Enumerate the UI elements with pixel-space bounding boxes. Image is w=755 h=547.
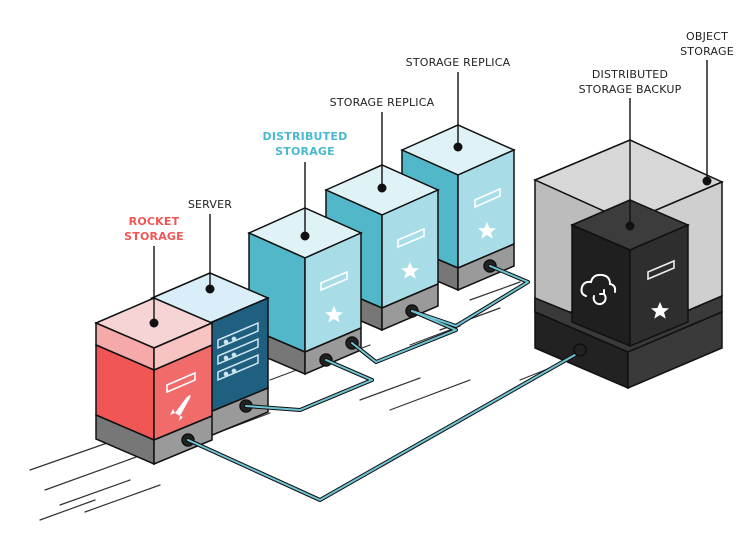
- storage-backup-box: [570, 199, 690, 348]
- star-icon: [401, 262, 419, 279]
- labels: ROCKET STORAGE SERVER DISTRIBUTED STORAG…: [124, 30, 734, 243]
- rocket-storage-label-line1: ROCKET: [129, 215, 180, 228]
- storage-backup-label-line2: STORAGE BACKUP: [579, 83, 682, 96]
- server-rack-icon: [217, 321, 259, 382]
- storage-backup-label-line1: DISTRIBUTED: [592, 68, 668, 81]
- cloud-sync-icon: [580, 273, 617, 306]
- cables: [186, 264, 587, 502]
- object-storage-label-line2: STORAGE: [680, 45, 734, 58]
- server-label: SERVER: [188, 198, 232, 211]
- distributed-storage-label-line2: STORAGE: [275, 145, 335, 158]
- rocket-storage-box: [94, 297, 214, 466]
- storage-replica-2-label: STORAGE REPLICA: [406, 56, 511, 69]
- star-icon: [651, 302, 669, 319]
- object-storage-label-line1: OBJECT: [686, 30, 728, 43]
- storage-replica-1-label: STORAGE REPLICA: [330, 96, 435, 109]
- server-box: [150, 272, 270, 438]
- rocket-storage-label-line2: STORAGE: [124, 230, 184, 243]
- leader-lines: [153, 60, 708, 323]
- star-icon: [325, 306, 343, 323]
- star-icon: [478, 222, 496, 239]
- distributed-storage-label-line1: DISTRIBUTED: [263, 130, 348, 143]
- rocket-icon: [170, 395, 191, 421]
